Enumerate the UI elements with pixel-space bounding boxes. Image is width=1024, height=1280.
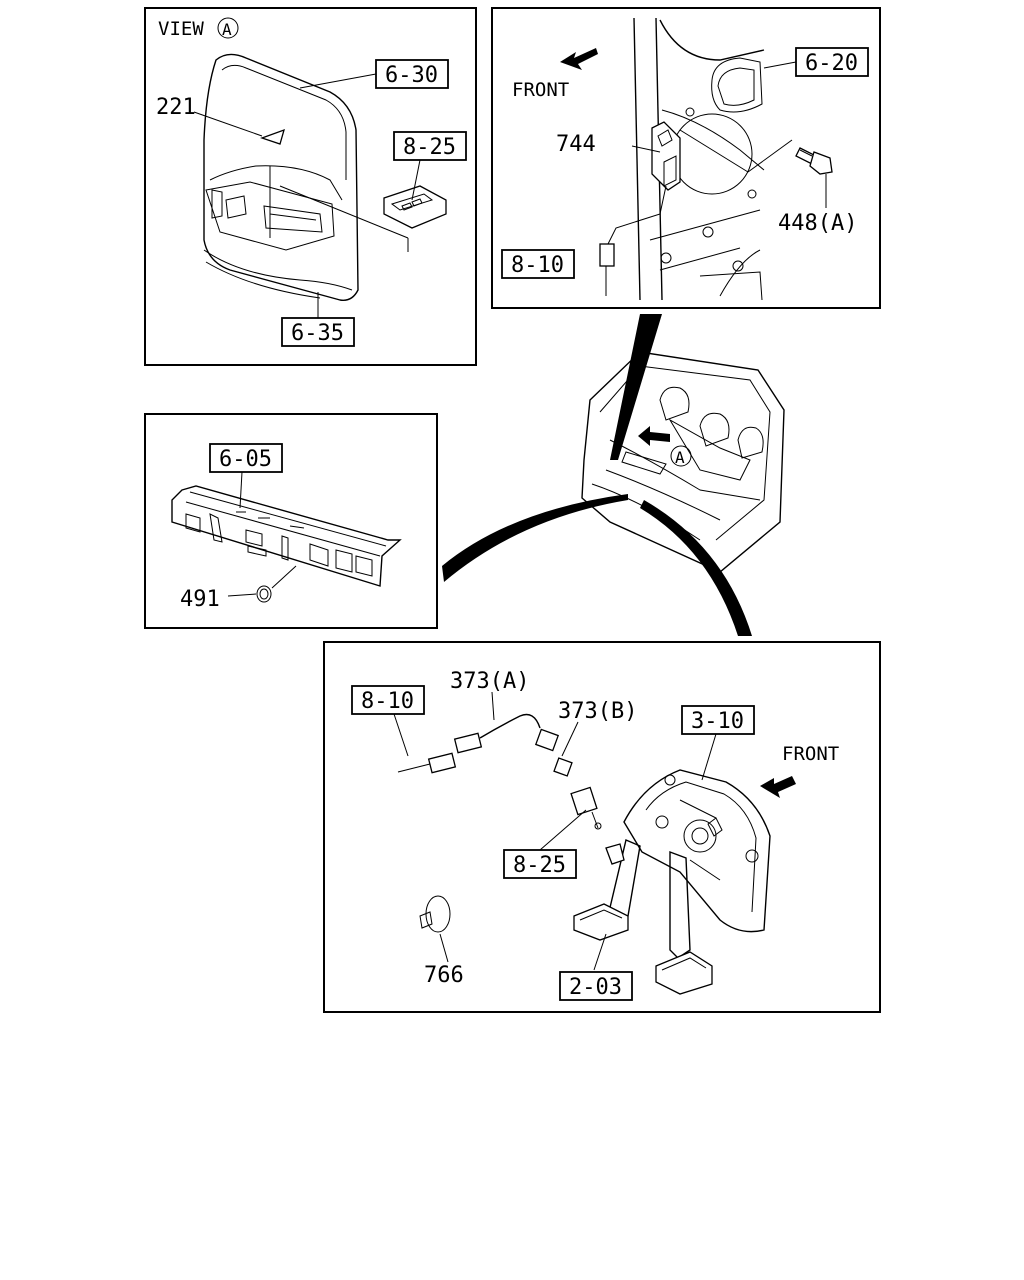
panel-instrument-panel: 6-05 491 (144, 413, 438, 629)
harness-illustration (397, 713, 625, 865)
view-marker-circle (217, 17, 239, 39)
part-373b: 373(B) (558, 699, 637, 724)
dashboard-illustration (203, 53, 359, 301)
view-marker: A (222, 20, 232, 39)
cab-marker: A (675, 448, 685, 467)
connector-swoosh-left (442, 494, 628, 582)
pedal-arm-left-illustration (573, 839, 641, 941)
front-arrow-top (560, 48, 598, 70)
bolt-illustration (795, 147, 833, 175)
part-221: 221 (156, 95, 196, 120)
door-switch-illustration (651, 121, 681, 191)
ref-8-10-bottom: 8-10 (361, 689, 414, 714)
part-373a: 373(A) (450, 669, 529, 694)
panel-pedal-assembly: FRONT (323, 641, 881, 1013)
connector-swoosh-bottom (640, 500, 752, 636)
ref-2-03: 2-03 (569, 975, 622, 1000)
ref-8-10-top: 8-10 (511, 253, 564, 278)
ref-3-10: 3-10 (691, 709, 744, 734)
ref-6-30: 6-30 (385, 63, 438, 88)
panel-pillar: FRONT (491, 7, 881, 309)
clip-766-illustration (419, 895, 451, 933)
part-766: 766 (424, 963, 464, 988)
ring-491-illustration (256, 585, 272, 603)
front-label-top: FRONT (512, 79, 569, 101)
ref-8-25-bottom: 8-25 (513, 853, 566, 878)
pedal-arm-right-illustration (655, 850, 713, 995)
part-491: 491 (180, 587, 220, 612)
ref-box-6-35 (281, 317, 355, 347)
front-label-bottom: FRONT (782, 743, 839, 765)
ref-box-6-20 (795, 47, 869, 77)
pedal-bracket-illustration (623, 769, 771, 933)
panel-view-a: VIEW A (144, 7, 477, 366)
ref-box-8-10-top (501, 249, 575, 279)
connector-swoosh-top (610, 314, 662, 460)
cab-overview: A (442, 314, 785, 636)
ref-box-8-25-top (393, 131, 467, 161)
ref-8-25-top: 8-25 (403, 135, 456, 160)
switch-assembly-illustration (383, 185, 447, 229)
ref-6-05: 6-05 (219, 447, 272, 472)
part-448a: 448(A) (778, 211, 857, 236)
ref-box-6-30 (375, 59, 449, 89)
ref-box-3-10 (681, 705, 755, 735)
instrument-panel-illustration (171, 485, 402, 587)
ref-box-2-03 (559, 971, 633, 1001)
front-arrow-bottom (760, 776, 796, 798)
ref-6-35: 6-35 (291, 321, 344, 346)
ref-box-8-25-bottom (503, 849, 577, 879)
connector-illustration-top (599, 243, 615, 296)
view-title: VIEW (158, 18, 204, 40)
part-744: 744 (556, 132, 596, 157)
ref-box-6-05 (209, 443, 283, 473)
ref-6-20: 6-20 (805, 51, 858, 76)
ref-box-8-10-bottom (351, 685, 425, 715)
